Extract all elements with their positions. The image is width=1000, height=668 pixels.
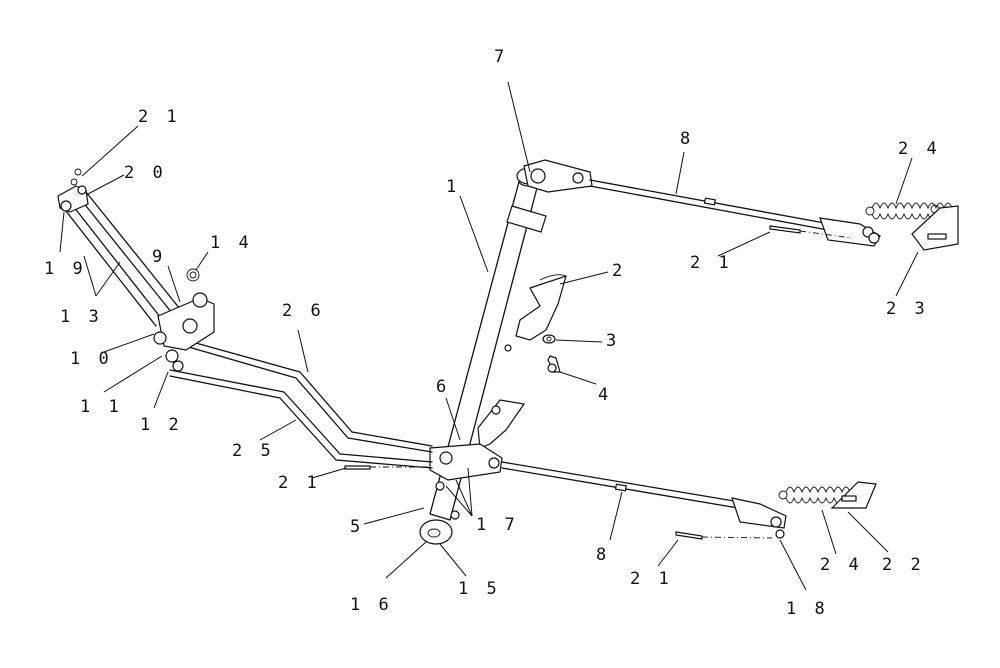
lower-link-assembly — [344, 443, 877, 540]
callout-21-left: 2 1 — [278, 473, 321, 493]
callout-26: 2 6 — [282, 301, 325, 321]
callout-2: 2 — [612, 261, 626, 281]
upper-link-assembly — [523, 159, 959, 251]
callout-21-upper: 2 1 — [690, 253, 733, 273]
main-tube — [419, 167, 547, 545]
callout-24-upper: 2 4 — [898, 139, 941, 159]
callout-19: 1 9 — [44, 259, 87, 279]
callout-1: 1 — [446, 177, 460, 197]
callout-23: 2 3 — [886, 299, 929, 319]
callout-7: 7 — [494, 47, 508, 67]
callout-18: 1 8 — [786, 599, 829, 619]
callout-15: 1 5 — [458, 579, 501, 599]
callout-4: 4 — [598, 385, 612, 405]
callout-21-lower: 2 1 — [630, 569, 673, 589]
callout-9: 9 — [152, 247, 166, 267]
callouts: 2 1 2 0 1 9 1 3 9 1 4 1 0 1 1 1 2 2 6 2 … — [44, 47, 941, 619]
callout-25: 2 5 — [232, 441, 275, 461]
callout-12: 1 2 — [140, 415, 183, 435]
callout-17: 1 7 — [476, 515, 519, 535]
callout-14: 1 4 — [210, 233, 253, 253]
left-assembly — [57, 168, 433, 469]
leader-lines — [59, 81, 919, 591]
callout-8-lower: 8 — [596, 545, 610, 565]
mount-bracket — [477, 274, 567, 449]
callout-13: 1 3 — [60, 307, 103, 327]
callout-5: 5 — [350, 517, 364, 537]
callout-11: 1 1 — [80, 397, 123, 417]
callout-8-upper: 8 — [680, 129, 694, 149]
callout-10: 1 0 — [70, 349, 113, 369]
callout-6: 6 — [436, 377, 450, 397]
callout-22: 2 2 — [882, 555, 925, 575]
callout-21-top: 2 1 — [138, 107, 181, 127]
callout-16: 1 6 — [350, 595, 393, 615]
callout-20: 2 0 — [124, 163, 167, 183]
callout-3: 3 — [606, 331, 620, 351]
callout-24-lower: 2 4 — [820, 555, 863, 575]
